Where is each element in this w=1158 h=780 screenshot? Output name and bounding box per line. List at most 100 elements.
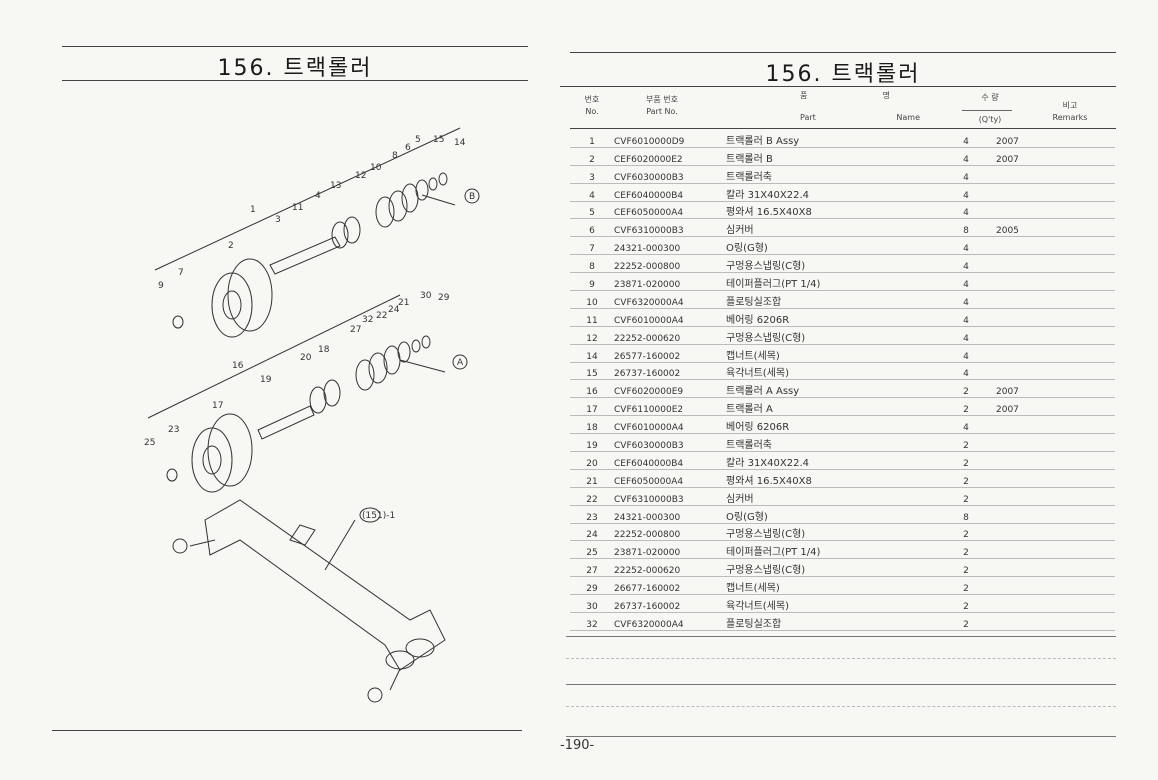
callout-32: 32 [362,315,373,325]
cell-remarks: 2007 [996,379,1115,399]
cell-remarks [996,290,1115,309]
callout-9: 9 [158,281,164,291]
page-title: 156. 트랙롤러 [765,62,921,87]
cell-remarks [996,576,1115,596]
cell-qty: 2 [936,487,996,506]
cell-qty: 2 [936,469,996,488]
title-rule-bottom [62,80,528,81]
cell-part-no: 22252-000800 [614,523,726,542]
cell-part-name: 캡너트(세목) [726,344,936,363]
cell-part-no: 22252-000620 [614,558,726,578]
callout-1: 1 [250,205,256,215]
callout-23: 23 [168,425,179,435]
cell-part-name: 평와셔 16.5X40X8 [726,469,936,488]
cell-qty: 4 [936,254,996,274]
cell-no: 19 [570,433,614,453]
cell-no: 11 [570,308,614,327]
cell-no: 20 [570,451,614,470]
cell-part-name: 심커버 [726,218,936,238]
cell-qty: 2 [936,576,996,596]
callout-151-1: (151)-1 [362,511,395,521]
cell-remarks [996,201,1115,220]
cell-no: 10 [570,290,614,309]
cell-no: 1 [570,130,614,148]
header-name-kr-1: 품 [800,91,808,100]
header-remarks-en: Remarks [1052,113,1088,122]
cell-part-no: 26737-160002 [614,362,726,381]
lower-ref-circle [452,354,468,370]
cell-no: 17 [570,397,614,417]
cell-qty: 2 [936,540,996,560]
cell-part-no: CVF6030000B3 [614,165,726,184]
cell-remarks: 2007 [996,130,1115,148]
cell-remarks [996,344,1115,363]
cell-part-name: 캡너트(세목) [726,576,936,596]
empty-rule [566,636,1116,637]
cell-qty: 8 [936,505,996,524]
callout-11: 11 [292,203,303,213]
cell-remarks [996,236,1115,256]
lower-shaft [257,405,315,440]
cell-part-name: 트랙롤러 A Assy [726,379,936,399]
exploded-parts-diagram: 1 2 3 4 5 6 7 8 9 10 11 12 13 14 15 16 1… [100,100,530,720]
cell-no: 25 [570,540,614,560]
callout-30: 30 [420,291,432,301]
cell-qty: 2 [936,594,996,614]
callout-ref-a: A [457,358,464,368]
frame-ref-circle-a [367,687,383,703]
cell-qty: 4 [936,130,996,148]
cell-part-no: CEF6050000A4 [614,469,726,488]
cell-qty: 4 [936,165,996,184]
header-name-en-1: Part [800,113,816,122]
callout-27: 27 [350,325,361,335]
header-part: 부품 번호 Part No. [632,94,692,118]
header-no-en: No. [585,107,599,116]
cell-remarks [996,362,1115,381]
page-title: 156. 트랙롤러 [217,56,373,81]
right-page: 156. 트랙롤러 번호 No. 부품 번호 Part No. 품 명 Part… [560,0,1158,780]
upper-bearing [331,221,349,249]
cell-part-no: CVF6310000B3 [614,218,726,238]
cell-part-name: 구멍용스냅링(C형) [726,558,936,578]
header-name: 품 명 [790,90,900,102]
cell-qty: 4 [936,201,996,220]
cell-no: 3 [570,165,614,184]
cell-part-no: 26577-160002 [614,344,726,363]
header-remarks-kr: 비고 [1062,101,1078,110]
cell-no: 30 [570,594,614,614]
left-page: 156. 트랙롤러 [0,0,560,780]
header-qty-en: (Q'ty) [978,115,1002,124]
cell-no: 2 [570,147,614,166]
cell-qty: 4 [936,183,996,202]
cell-no: 7 [570,236,614,256]
upper-ref-circle [464,188,480,204]
cell-part-name: 테이퍼플러그(PT 1/4) [726,272,936,292]
callout-25: 25 [144,438,155,448]
callout-2: 2 [228,241,234,251]
callout-5: 5 [415,135,421,145]
header-no-kr: 번호 [584,95,600,104]
cell-qty: 2 [936,523,996,542]
cell-qty: 4 [936,362,996,381]
callout-8: 8 [392,151,398,161]
cell-remarks [996,326,1115,345]
cell-qty: 2 [936,379,996,399]
title-rule-top [570,52,1116,53]
cell-no: 24 [570,523,614,542]
upper-leader-line [154,127,461,271]
empty-rule [566,736,1116,737]
empty-dash [566,658,1116,659]
callout-7: 7 [178,268,184,278]
cell-part-no: CVF6010000A4 [614,415,726,435]
